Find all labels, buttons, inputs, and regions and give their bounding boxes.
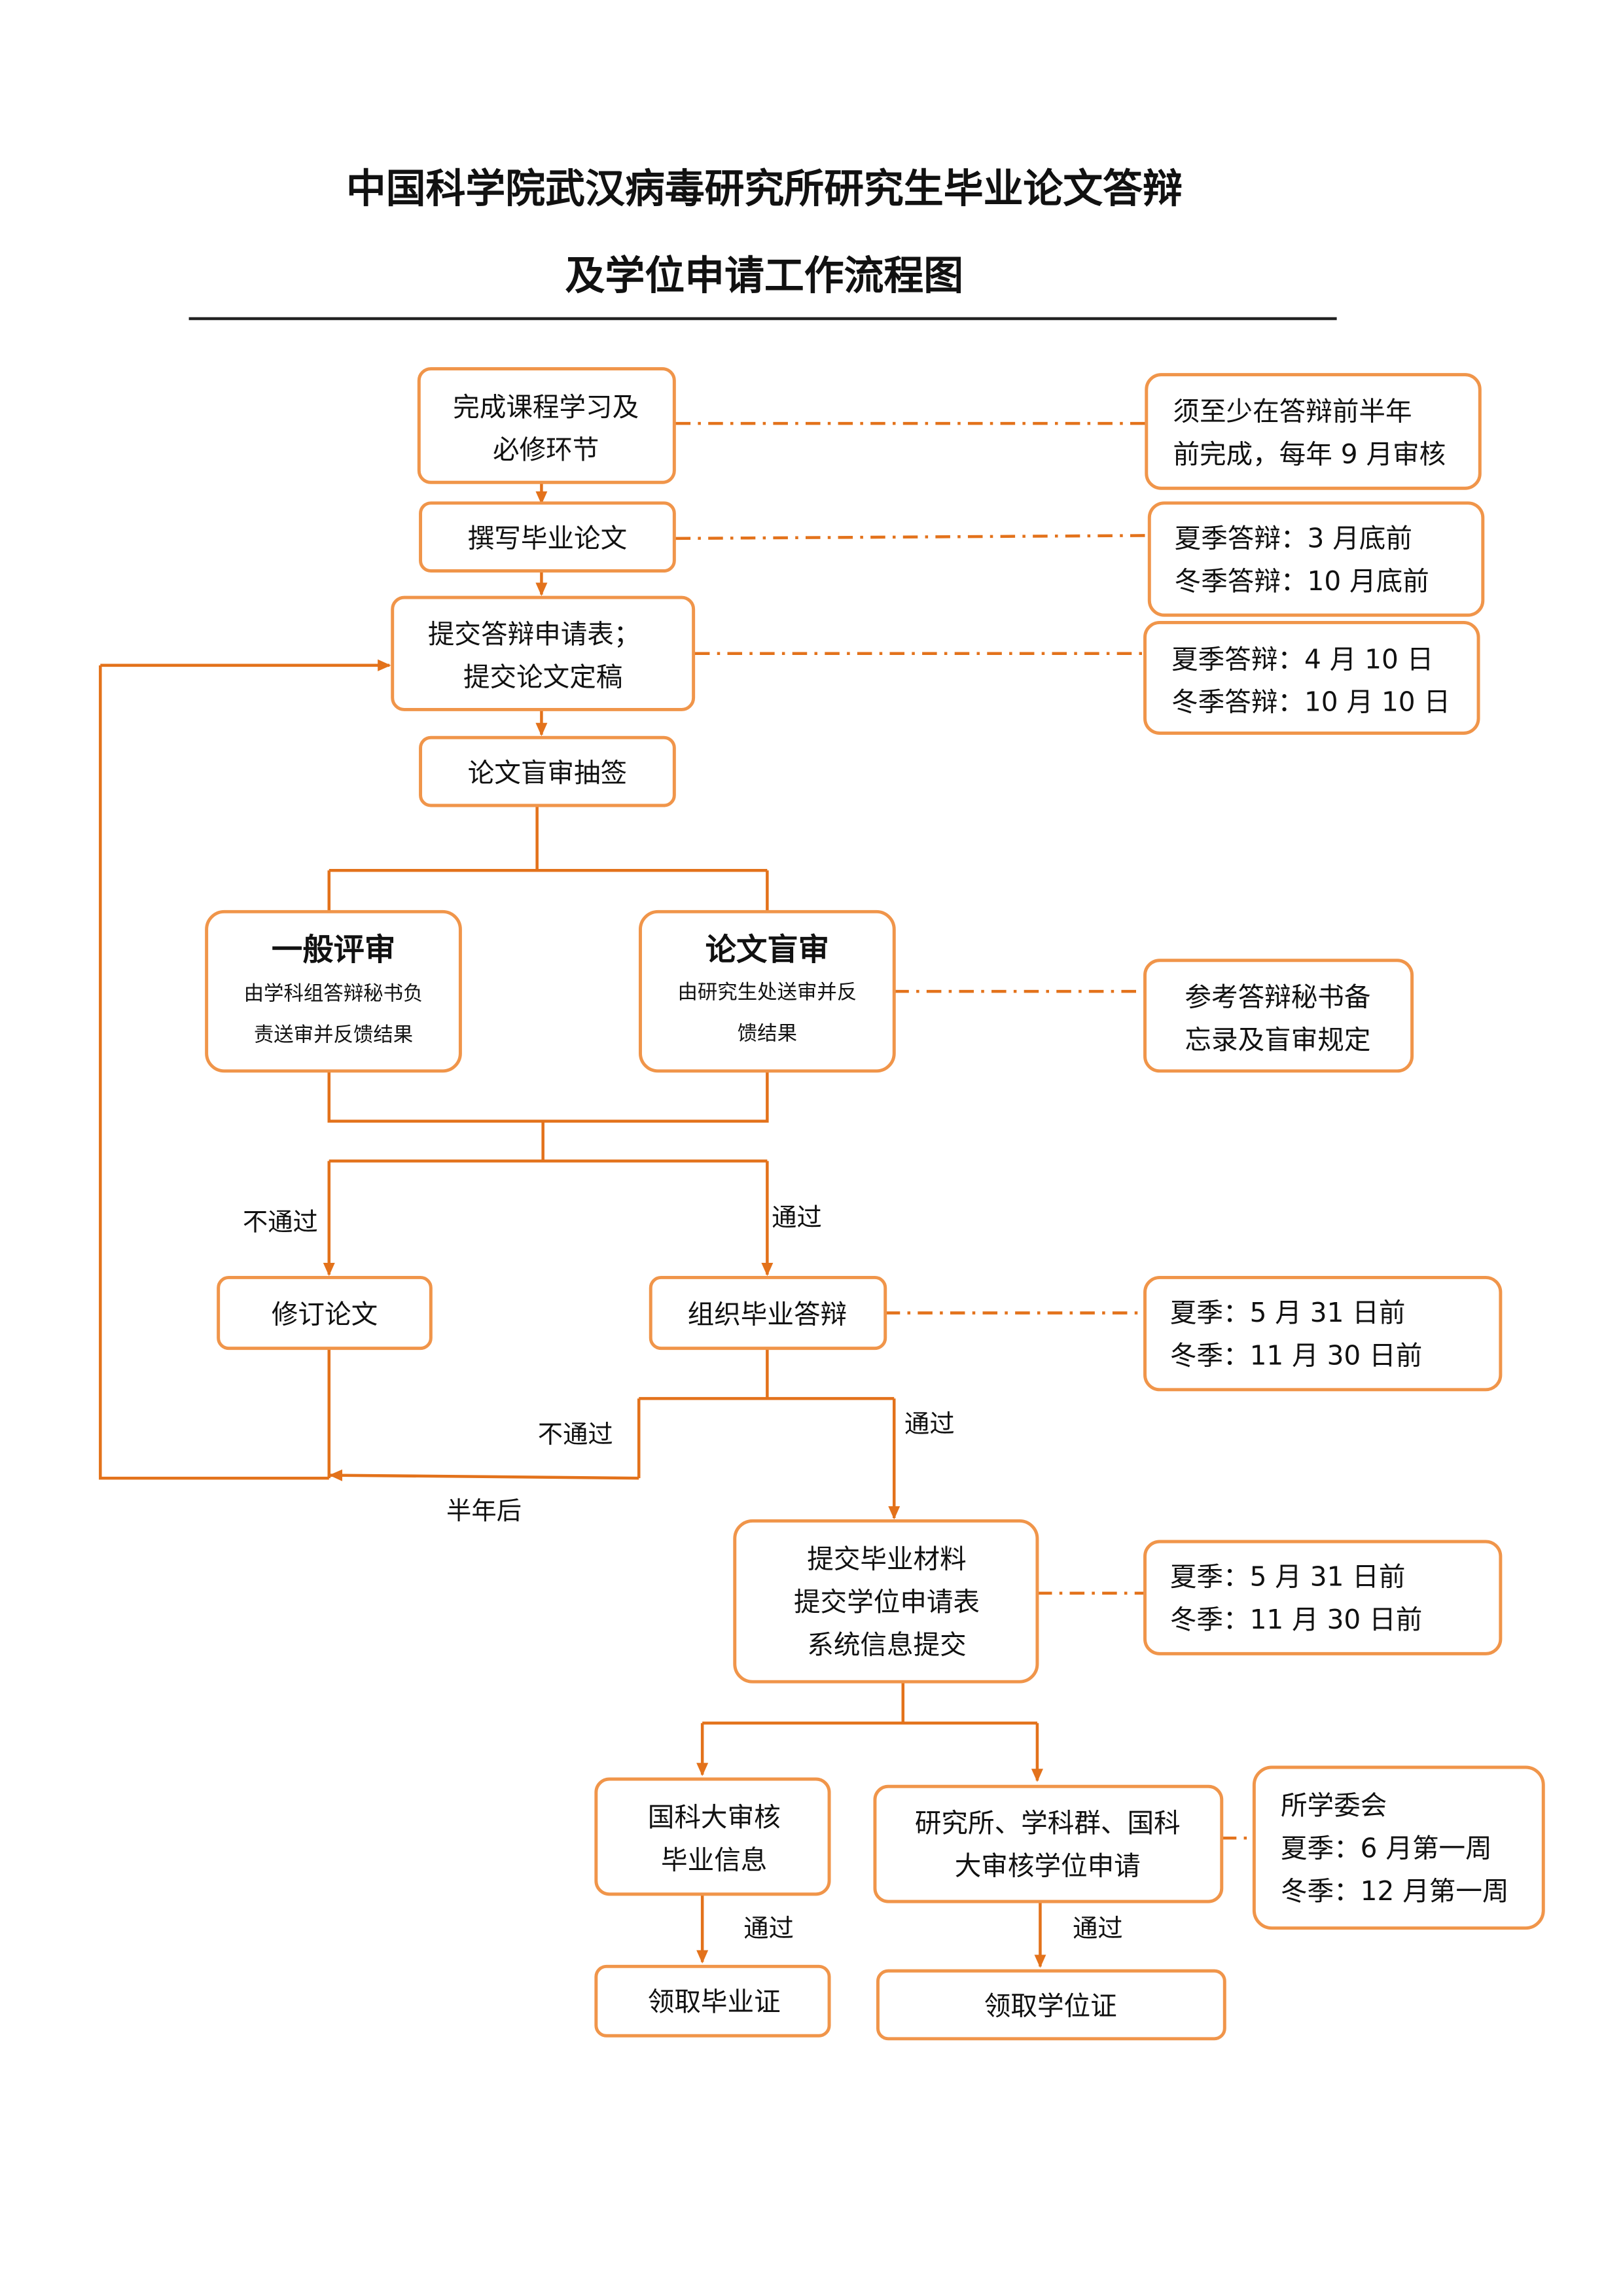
- svg-text:提交答辩申请表；: 提交答辩申请表；: [428, 618, 641, 650]
- svg-text:夏季答辩：3 月底前: 夏季答辩：3 月底前: [1175, 522, 1412, 554]
- label-degree-pass: 通过: [1073, 1914, 1123, 1943]
- step-general-review: 一般评审 由学科组答辩秘书负 责送审并反馈结果: [205, 910, 462, 1073]
- note-blind: 参考答辩秘书备 忘录及盲审规定: [1143, 959, 1414, 1073]
- step-course: 完成课程学习及 必修环节: [417, 367, 676, 484]
- svg-text:忘录及盲审规定: 忘录及盲审规定: [1185, 1024, 1370, 1055]
- svg-text:研究所、学科群、国科: 研究所、学科群、国科: [915, 1807, 1181, 1839]
- svg-text:论文盲审: 论文盲审: [705, 932, 829, 968]
- step-revise: 修订论文: [217, 1275, 433, 1351]
- label-defense-fail: 不通过: [538, 1420, 613, 1449]
- svg-text:系统信息提交: 系统信息提交: [807, 1629, 966, 1660]
- title-line-2: 及学位申请工作流程图: [565, 253, 964, 299]
- connectors: [99, 482, 1046, 1968]
- step-blind-review: 论文盲审 由研究生处送审并反 馈结果: [638, 910, 896, 1073]
- svg-text:冬季答辩：10 月 10 日: 冬季答辩：10 月 10 日: [1171, 686, 1450, 718]
- step-degree-cert: 领取学位证: [876, 1969, 1226, 2041]
- materials-split: [702, 1682, 1037, 1725]
- arrow-defense-fail: [329, 1469, 639, 1481]
- svg-text:由学科组答辩秘书负: 由学科组答辩秘书负: [244, 983, 423, 1006]
- title-line-1: 中国科学院武汉病毒研究所研究生毕业论文答辩: [346, 166, 1183, 212]
- note-connectors: [675, 421, 1255, 1840]
- svg-text:夏季：5 月 31 日前: 夏季：5 月 31 日前: [1170, 1561, 1406, 1593]
- svg-text:提交毕业材料: 提交毕业材料: [807, 1544, 966, 1575]
- step-grad-cert: 领取毕业证: [594, 1964, 831, 2038]
- step-defense: 组织毕业答辩: [649, 1275, 887, 1351]
- svg-text:冬季：11 月 30 日前: 冬季：11 月 30 日前: [1170, 1339, 1422, 1371]
- svg-text:冬季：12 月第一周: 冬季：12 月第一周: [1281, 1875, 1509, 1907]
- svg-text:夏季：6 月第一周: 夏季：6 月第一周: [1281, 1832, 1492, 1863]
- label-half-year: 半年后: [446, 1496, 522, 1526]
- step-write: 撰写毕业论文: [419, 501, 676, 573]
- note-submit: 夏季答辩：4 月 10 日 冬季答辩：10 月 10 日: [1143, 620, 1480, 735]
- svg-text:撰写毕业论文: 撰写毕业论文: [468, 522, 627, 554]
- note-defense: 夏季：5 月 31 日前 冬季：11 月 30 日前: [1143, 1275, 1503, 1392]
- svg-text:领取毕业证: 领取毕业证: [648, 1986, 781, 2017]
- svg-text:毕业信息: 毕业信息: [661, 1845, 767, 1876]
- svg-text:修订论文: 修订论文: [272, 1298, 378, 1330]
- label-defense-pass: 通过: [904, 1409, 955, 1439]
- svg-text:冬季：11 月 30 日前: 冬季：11 月 30 日前: [1170, 1604, 1422, 1635]
- svg-text:夏季：5 月 31 日前: 夏季：5 月 31 日前: [1170, 1297, 1406, 1328]
- svg-text:馈结果: 馈结果: [738, 1022, 797, 1045]
- note-committee: 所学委会 夏季：6 月第一周 冬季：12 月第一周: [1252, 1765, 1545, 1930]
- svg-text:参考答辩秘书备: 参考答辩秘书备: [1185, 981, 1370, 1013]
- svg-text:前完成，每年 9 月审核: 前完成，每年 9 月审核: [1173, 438, 1446, 470]
- label-review-fail: 不通过: [243, 1207, 318, 1237]
- svg-text:所学委会: 所学委会: [1281, 1790, 1387, 1821]
- split-to-reviews: [327, 805, 769, 911]
- svg-text:夏季答辩：4 月 10 日: 夏季答辩：4 月 10 日: [1171, 643, 1433, 675]
- step-lottery: 论文盲审抽签: [419, 735, 676, 807]
- step-degree-check: 研究所、学科群、国科 大审核学位申请: [873, 1784, 1224, 1903]
- note-materials: 夏季：5 月 31 日前 冬季：11 月 30 日前: [1143, 1540, 1503, 1655]
- svg-text:冬季答辩：10 月底前: 冬季答辩：10 月底前: [1175, 565, 1429, 597]
- loop-back-line: [99, 665, 329, 1480]
- step-materials: 提交毕业材料 提交学位申请表 系统信息提交: [733, 1519, 1039, 1684]
- note-write: 夏季答辩：3 月底前 冬季答辩：10 月底前: [1147, 501, 1485, 617]
- note-link-write: [675, 534, 1149, 540]
- svg-text:由研究生处送审并反: 由研究生处送审并反: [677, 981, 857, 1004]
- svg-text:提交论文定稿: 提交论文定稿: [463, 661, 622, 692]
- step-grad-check: 国科大审核 毕业信息: [594, 1777, 831, 1896]
- svg-text:必修环节: 必修环节: [493, 434, 599, 465]
- step-submit: 提交答辩申请表； 提交论文定稿: [391, 595, 696, 711]
- svg-text:论文盲审抽签: 论文盲审抽签: [468, 757, 627, 788]
- defense-branch: [639, 1348, 895, 1400]
- note-course: 须至少在答辩前半年 前完成，每年 9 月审核: [1145, 373, 1482, 490]
- svg-text:一般评审: 一般评审: [272, 932, 395, 968]
- label-review-pass: 通过: [772, 1203, 822, 1233]
- label-grad-pass: 通过: [743, 1914, 794, 1943]
- svg-text:须至少在答辩前半年: 须至少在答辩前半年: [1173, 396, 1412, 427]
- svg-text:责送审并反馈结果: 责送审并反馈结果: [254, 1024, 413, 1047]
- svg-text:国科大审核: 国科大审核: [648, 1801, 781, 1833]
- merge-reviews: [327, 1070, 769, 1161]
- svg-text:组织毕业答辩: 组织毕业答辩: [688, 1298, 847, 1330]
- svg-text:领取学位证: 领取学位证: [984, 1990, 1117, 2022]
- svg-text:大审核学位申请: 大审核学位申请: [955, 1850, 1141, 1882]
- svg-text:完成课程学习及: 完成课程学习及: [453, 391, 639, 423]
- svg-text:提交学位申请表: 提交学位申请表: [794, 1586, 980, 1617]
